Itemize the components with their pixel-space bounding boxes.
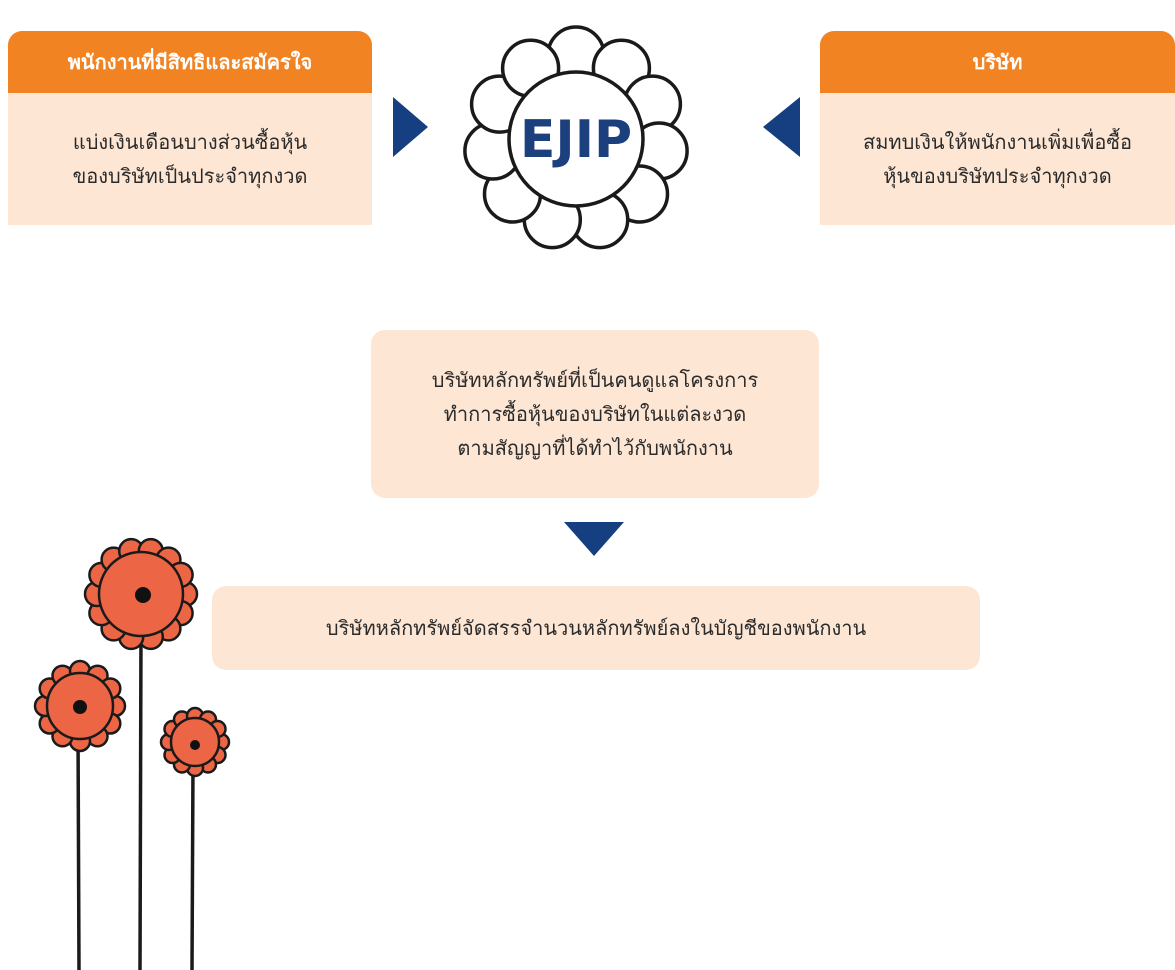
employee-card-title: พนักงานที่มีสิทธิและสมัครใจ <box>8 31 372 93</box>
broker-purchase-line: บริษัทหลักทรัพย์ที่เป็นคนดูแลโครงการ <box>431 368 759 392</box>
company-card-line: หุ้นของบริษัทประจำทุกงวด <box>883 164 1112 188</box>
company-card: บริษัท สมทบเงินให้พนักงานเพิ่มเพื่อซื้อ … <box>820 31 1175 225</box>
company-card-title: บริษัท <box>820 31 1175 93</box>
employee-card-line: แบ่งเงินเดือนบางส่วนซื้อหุ้น <box>72 130 308 154</box>
broker-allocation-box: บริษัทหลักทรัพย์จัดสรรจำนวนหลักทรัพย์ลงใ… <box>212 586 980 670</box>
employee-card-body: แบ่งเงินเดือนบางส่วนซื้อหุ้น ของบริษัทเป… <box>8 93 372 225</box>
arrow-down-icon <box>564 522 624 556</box>
broker-purchase-line: ตามสัญญาที่ได้ทำไว้กับพนักงาน <box>457 436 733 460</box>
broker-purchase-box: บริษัทหลักทรัพย์ที่เป็นคนดูแลโครงการ ทำก… <box>371 330 819 498</box>
broker-allocation-line: บริษัทหลักทรัพย์จัดสรรจำนวนหลักทรัพย์ลงใ… <box>325 616 867 640</box>
ejip-label: EJIP <box>519 110 633 170</box>
company-card-line: สมทบเงินให้พนักงานเพิ่มเพื่อซื้อ <box>863 130 1132 154</box>
arrow-right-icon <box>393 97 428 157</box>
employee-card: พนักงานที่มีสิทธิและสมัครใจ แบ่งเงินเดือ… <box>8 31 372 225</box>
broker-purchase-line: ทำการซื้อหุ้นของบริษัทในแต่ละงวด <box>443 402 747 426</box>
employee-card-line: ของบริษัทเป็นประจำทุกงวด <box>72 164 308 188</box>
company-card-body: สมทบเงินให้พนักงานเพิ่มเพื่อซื้อ หุ้นของ… <box>820 93 1175 225</box>
arrow-left-icon <box>763 97 800 157</box>
